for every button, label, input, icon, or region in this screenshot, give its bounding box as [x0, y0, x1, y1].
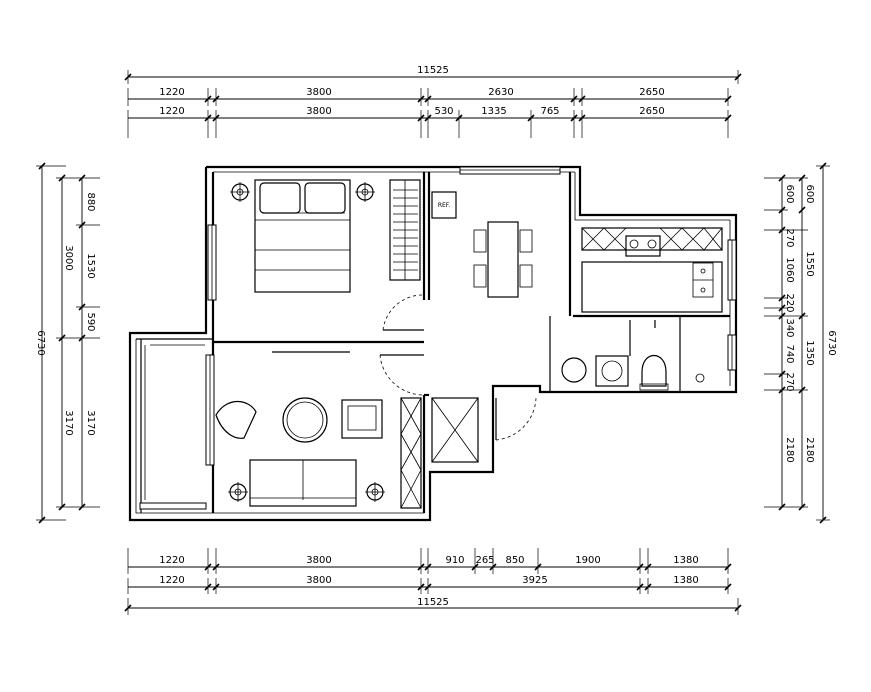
- bottom-row1-dim-5: 850: [505, 555, 524, 566]
- left-inner-dim-3: 590: [85, 312, 96, 331]
- dining-table: [487, 221, 519, 298]
- lamp-icon: [365, 482, 385, 502]
- windows: [139, 166, 737, 510]
- bed: [254, 179, 351, 293]
- lamp-icon: [228, 482, 248, 502]
- bottom-row1-dim-3: 910: [445, 555, 464, 566]
- bottom-row1-dim-4: 265: [475, 555, 494, 566]
- left-total-dim: 6730: [35, 330, 46, 355]
- bottom-row2-dim-2: 3800: [306, 575, 331, 586]
- top-row2-dim-4: 1335: [481, 106, 506, 117]
- counter-top: [581, 227, 723, 251]
- bathroom: [561, 320, 705, 391]
- bottom-row1-dim-1: 1220: [159, 555, 184, 566]
- walls: [128, 165, 738, 522]
- top-row2-dim-1: 1220: [159, 106, 184, 117]
- top-row2-dim-5: 765: [540, 106, 559, 117]
- bottom-row1-dim-2: 3800: [306, 555, 331, 566]
- right-inner-dim-8: 2180: [784, 437, 795, 462]
- top-row2-dim-3: 530: [434, 106, 453, 117]
- right-inner-dim-5: 340: [784, 318, 795, 337]
- bottom-row1-dim-6: 1900: [575, 555, 600, 566]
- left-outer-dim-1: 3000: [63, 245, 74, 270]
- bottom-row1-dim-7: 1380: [673, 555, 698, 566]
- top-row2-dim-6: 2650: [639, 106, 664, 117]
- left-inner-dim-2: 1530: [85, 253, 96, 278]
- left-dimensions: 6730 3000 3170 880 1530 590 3170: [35, 162, 100, 524]
- chair: [473, 264, 487, 288]
- top-dimensions: 11525 1220 3800 2630 2650: [124, 65, 742, 138]
- kitchen: [581, 227, 723, 313]
- top-row2-dim-2: 3800: [306, 106, 331, 117]
- fridge-label: REF.: [438, 202, 450, 209]
- bottom-row2-dim-3: 3925: [522, 575, 547, 586]
- lamp-icon: [230, 182, 250, 202]
- right-dimensions: 600 270 1060 220 340 740 270 2180 600 15…: [764, 162, 837, 524]
- chair: [473, 229, 487, 253]
- left-inner-dim-4: 3170: [85, 410, 96, 435]
- bottom-row2-dim-1: 1220: [159, 575, 184, 586]
- chair: [519, 229, 533, 253]
- armchair: [215, 400, 257, 439]
- toilet: [641, 355, 667, 387]
- shoe-cabinet: [400, 397, 422, 509]
- balcony: [144, 344, 205, 500]
- bottom-dimensions: 1220 3800 910 265 850 1900 1380 1220 380…: [124, 548, 742, 615]
- dining: REF.: [431, 191, 533, 298]
- right-outer-dim-1: 600: [804, 184, 815, 203]
- washbasin: [561, 357, 587, 383]
- right-outer-dim-2: 1550: [804, 251, 815, 276]
- right-outer-dim-3: 1350: [804, 340, 815, 365]
- top-row1-dim-3: 2630: [488, 87, 513, 98]
- bedroom: [230, 179, 425, 331]
- top-total-dim: 11525: [417, 65, 449, 76]
- side-armchair: [341, 399, 383, 439]
- fridge: [431, 191, 457, 219]
- top-row1-dim-4: 2650: [639, 87, 664, 98]
- right-inner-dim-6: 740: [784, 344, 795, 363]
- washing-machine: [595, 355, 629, 387]
- right-inner-dim-2: 270: [784, 228, 795, 247]
- right-inner-dim-1: 600: [784, 184, 795, 203]
- top-row1-dim-2: 3800: [306, 87, 331, 98]
- shaft: [431, 397, 479, 463]
- living-room: [215, 351, 425, 509]
- floor-drain-icon: [695, 373, 705, 383]
- bottom-row2-dim-4: 1380: [673, 575, 698, 586]
- lamp-icon: [355, 182, 375, 202]
- left-outer-dim-2: 3170: [63, 410, 74, 435]
- top-row1-dim-1: 1220: [159, 87, 184, 98]
- left-inner-dim-1: 880: [85, 192, 96, 211]
- right-outer-dim-4: 2180: [804, 437, 815, 462]
- chair: [519, 264, 533, 288]
- right-inner-dim-7: 270: [784, 372, 795, 391]
- right-inner-dim-3: 1060: [784, 257, 795, 282]
- right-total-dim: 6730: [826, 330, 837, 355]
- coffee-table: [282, 397, 328, 443]
- bottom-total-dim: 11525: [417, 597, 449, 608]
- pillow-left: [259, 182, 301, 214]
- stove: [625, 235, 661, 257]
- right-inner-dim-4: 220: [784, 293, 795, 312]
- pillow-right: [304, 182, 346, 214]
- lower-counter: [581, 261, 723, 313]
- entry: [431, 397, 537, 463]
